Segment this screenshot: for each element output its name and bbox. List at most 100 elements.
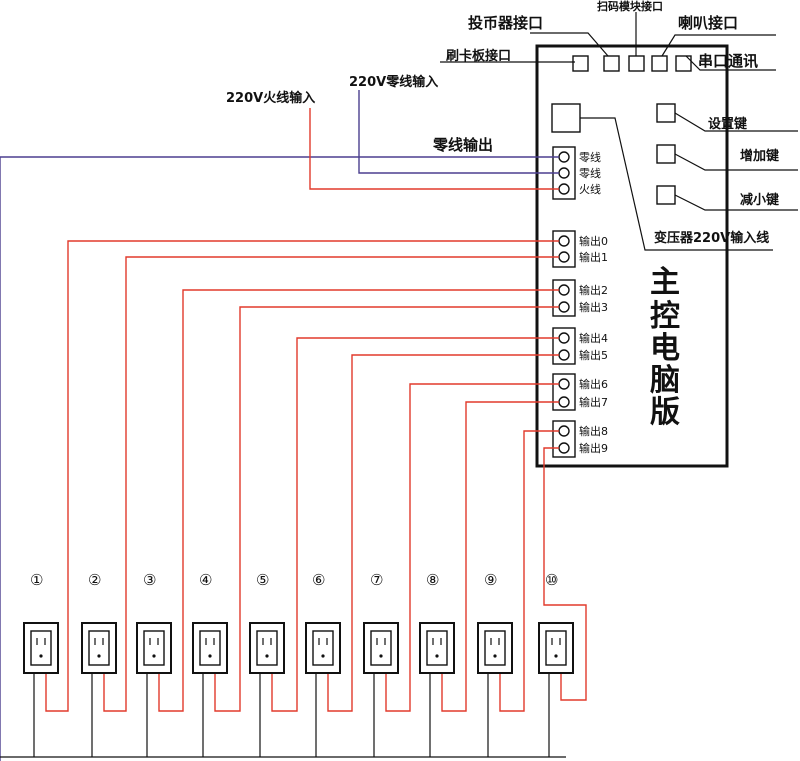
output-wire-5 xyxy=(327,354,559,712)
terminal-label-neutral-2: 零线 xyxy=(579,166,601,180)
socket-7: ⑦ xyxy=(363,571,399,674)
socket-number-1: ① xyxy=(30,571,43,589)
board-title-char-3: 电 xyxy=(650,331,680,366)
wires xyxy=(0,90,587,761)
output-label-3: 输出3 xyxy=(579,300,608,314)
neutral-in-wire xyxy=(358,90,559,174)
socket-face xyxy=(143,630,165,666)
output-terminal-8 xyxy=(558,425,570,437)
terminal-live xyxy=(558,183,570,195)
socket-ground-hole xyxy=(39,654,43,658)
speaker-port-label: 喇叭接口 xyxy=(678,14,738,32)
socket-face xyxy=(484,630,506,666)
output-terminal-blocks xyxy=(552,230,576,458)
output-label-9: 输出9 xyxy=(579,441,608,455)
socket-face xyxy=(312,630,334,666)
socket-face xyxy=(199,630,221,666)
serial-label: 串口通讯 xyxy=(698,52,758,70)
output-terminal-4 xyxy=(558,332,570,344)
socket-ground-hole xyxy=(97,654,101,658)
output-label-4: 输出4 xyxy=(579,331,608,345)
socket-number-7: ⑦ xyxy=(370,571,383,589)
output-wire-3 xyxy=(214,306,559,712)
output-wire-9 xyxy=(543,447,587,701)
terminal-label-live: 火线 xyxy=(579,182,601,196)
socket-3: ③ xyxy=(136,571,172,674)
socket-number-9: ⑨ xyxy=(484,571,497,589)
speaker-leader xyxy=(661,34,776,57)
socket-number-5: ⑤ xyxy=(256,571,269,589)
neutral-out-label: 零线输出 xyxy=(432,136,493,154)
socket-9: ⑨ xyxy=(477,571,513,674)
socket-ground-hole xyxy=(493,654,497,658)
socket-number-4: ④ xyxy=(199,571,212,589)
socket-number-3: ③ xyxy=(143,571,156,589)
transformer-label: 变压器220V输入线 xyxy=(654,230,769,246)
sockets: ① ② ③ ④ ⑤ ⑥ ⑦ ⑧ ⑨ ⑩ xyxy=(23,571,574,674)
output-wire-8 xyxy=(499,430,559,712)
output-terminal-0 xyxy=(558,235,570,247)
socket-ground-hole xyxy=(208,654,212,658)
board-title-char-1: 主 xyxy=(650,265,680,300)
output-label-1: 输出1 xyxy=(579,250,608,264)
board-title-char-2: 控 xyxy=(650,299,680,334)
top-ports xyxy=(572,55,692,72)
terminal-neutral-1 xyxy=(558,151,570,163)
speaker-port-box xyxy=(651,55,668,72)
coin-leader xyxy=(530,32,609,57)
down-key-leader xyxy=(674,194,798,211)
output-wire-0 xyxy=(45,240,559,712)
set-key-box xyxy=(656,103,676,123)
socket-5: ⑤ xyxy=(249,571,285,674)
socket-4: ④ xyxy=(192,571,228,674)
socket-ground-hole xyxy=(321,654,325,658)
output-label-0: 输出0 xyxy=(579,234,608,248)
set-key-label: 设置键 xyxy=(708,116,747,132)
output-terminal-1 xyxy=(558,251,570,263)
output-wire-2 xyxy=(158,289,559,712)
output-terminal-2 xyxy=(558,284,570,296)
serial-port-box xyxy=(675,55,692,72)
live-in-label: 220V火线输入 xyxy=(226,90,315,106)
socket-6: ⑥ xyxy=(305,571,341,674)
output-wire-1 xyxy=(103,256,559,712)
output-label-6: 输出6 xyxy=(579,377,608,391)
socket-face xyxy=(256,630,278,666)
neutral-out-wire xyxy=(0,156,559,761)
socket-8: ⑧ xyxy=(419,571,455,674)
socket-face xyxy=(30,630,52,666)
terminal-neutral-2 xyxy=(558,167,570,179)
live-in-wire xyxy=(309,108,559,190)
output-label-5: 输出5 xyxy=(579,348,608,362)
output-label-7: 输出7 xyxy=(579,395,608,409)
set-key-leader xyxy=(674,112,798,132)
socket-number-6: ⑥ xyxy=(312,571,325,589)
serial-leader xyxy=(685,55,776,71)
card-port-box xyxy=(572,55,589,72)
socket-number-8: ⑧ xyxy=(426,571,439,589)
output-terminal-5 xyxy=(558,349,570,361)
down-key-label: 减小键 xyxy=(740,192,779,208)
down-key-box xyxy=(656,185,676,205)
socket-1: ① xyxy=(23,571,59,674)
output-terminal-7 xyxy=(558,396,570,408)
board-title-char-4: 脑 xyxy=(650,363,680,398)
socket-ground-hole xyxy=(379,654,383,658)
socket-2: ② xyxy=(81,571,117,674)
output-terminal-6 xyxy=(558,378,570,390)
output-label-8: 输出8 xyxy=(579,424,608,438)
socket-number-10: ⑩ xyxy=(545,571,558,589)
output-wire-4 xyxy=(271,337,559,712)
transformer-box xyxy=(551,103,581,133)
socket-ground-hole xyxy=(554,654,558,658)
transformer-leader xyxy=(580,117,773,251)
socket-face xyxy=(426,630,448,666)
socket-ground-hole xyxy=(152,654,156,658)
socket-face xyxy=(88,630,110,666)
coin-port-label: 投币器接口 xyxy=(468,14,543,32)
socket-face xyxy=(545,630,567,666)
output-terminal-9 xyxy=(558,442,570,454)
socket-ground-hole xyxy=(435,654,439,658)
